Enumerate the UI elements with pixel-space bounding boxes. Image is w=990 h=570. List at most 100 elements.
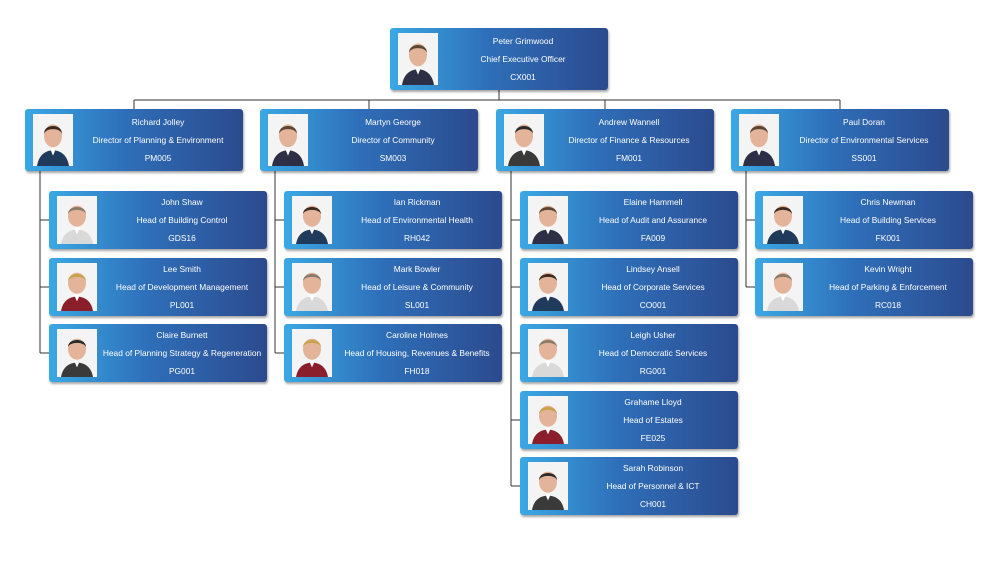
person-code: FM001: [615, 153, 643, 163]
person-photo-icon: [57, 329, 97, 377]
person-code: PM005: [144, 153, 172, 163]
person-photo-icon: [528, 329, 568, 377]
person-photo-icon: [739, 114, 779, 166]
person-photo-icon: [528, 396, 568, 444]
person-code: FH018: [404, 366, 430, 376]
person-photo-icon: [292, 329, 332, 377]
person-photo-icon: [528, 196, 568, 244]
person-code: FA009: [640, 233, 666, 243]
person-title: Head of Corporate Services: [601, 282, 705, 292]
person-name: Mark Bowler: [393, 264, 441, 274]
person-photo-icon: [57, 263, 97, 311]
person-name: Sarah Robinson: [622, 463, 684, 473]
person-title: Head of Personnel & ICT: [606, 481, 700, 491]
person-name: Kevin Wright: [864, 264, 912, 274]
person-code: PL001: [169, 300, 195, 310]
person-title: Director of Community: [351, 135, 435, 145]
person-code: RC018: [874, 300, 902, 310]
person-code: FE025: [640, 433, 666, 443]
person-code: CX001: [510, 72, 536, 82]
person-name: Claire Burnett: [156, 330, 208, 340]
person-name: Grahame Lloyd: [624, 397, 682, 407]
person-photo-icon: [763, 196, 803, 244]
person-title: Director of Environmental Services: [799, 135, 929, 145]
person-title: Head of Leisure & Community: [361, 282, 473, 292]
person-photo-icon: [33, 114, 73, 166]
person-photo-icon: [504, 114, 544, 166]
person-name: Lee Smith: [163, 264, 201, 274]
person-name: Elaine Hammell: [623, 197, 683, 207]
person-code: RG001: [639, 366, 667, 376]
person-title: Head of Democratic Services: [598, 348, 708, 358]
person-photo-icon: [292, 196, 332, 244]
person-name: Caroline Holmes: [386, 330, 448, 340]
person-code: SL001: [404, 300, 430, 310]
person-photo-icon: [268, 114, 308, 166]
person-name: Paul Doran: [843, 117, 885, 127]
person-title: Head of Development Management: [115, 282, 249, 292]
person-title: Head of Environmental Health: [361, 215, 473, 225]
person-code: CH001: [639, 499, 667, 509]
person-title: Director of Planning & Environment: [92, 135, 224, 145]
person-name: Peter Grimwood: [492, 36, 554, 46]
person-name: Richard Jolley: [131, 117, 185, 127]
person-photo-icon: [763, 263, 803, 311]
person-code: RH042: [403, 233, 431, 243]
person-photo-icon: [398, 33, 438, 85]
person-name: Martyn George: [365, 117, 421, 127]
person-title: Head of Housing, Revenues & Benefits: [344, 348, 490, 358]
person-code: FK001: [875, 233, 901, 243]
person-title: Chief Executive Officer: [480, 54, 566, 64]
person-title: Head of Building Control: [136, 215, 228, 225]
person-name: Leigh Usher: [630, 330, 676, 340]
person-name: Chris Newman: [860, 197, 916, 207]
person-photo-icon: [292, 263, 332, 311]
person-title: Director of Finance & Resources: [568, 135, 690, 145]
person-name: Andrew Wannell: [598, 117, 660, 127]
person-code: CO001: [639, 300, 667, 310]
person-code: GDS16: [168, 233, 196, 243]
person-title: Head of Parking & Enforcement: [829, 282, 947, 292]
person-photo-icon: [57, 196, 97, 244]
person-name: Lindsey Ansell: [626, 264, 680, 274]
person-title: Head of Planning Strategy & Regeneration: [102, 348, 262, 358]
person-title: Head of Building Services: [840, 215, 936, 225]
